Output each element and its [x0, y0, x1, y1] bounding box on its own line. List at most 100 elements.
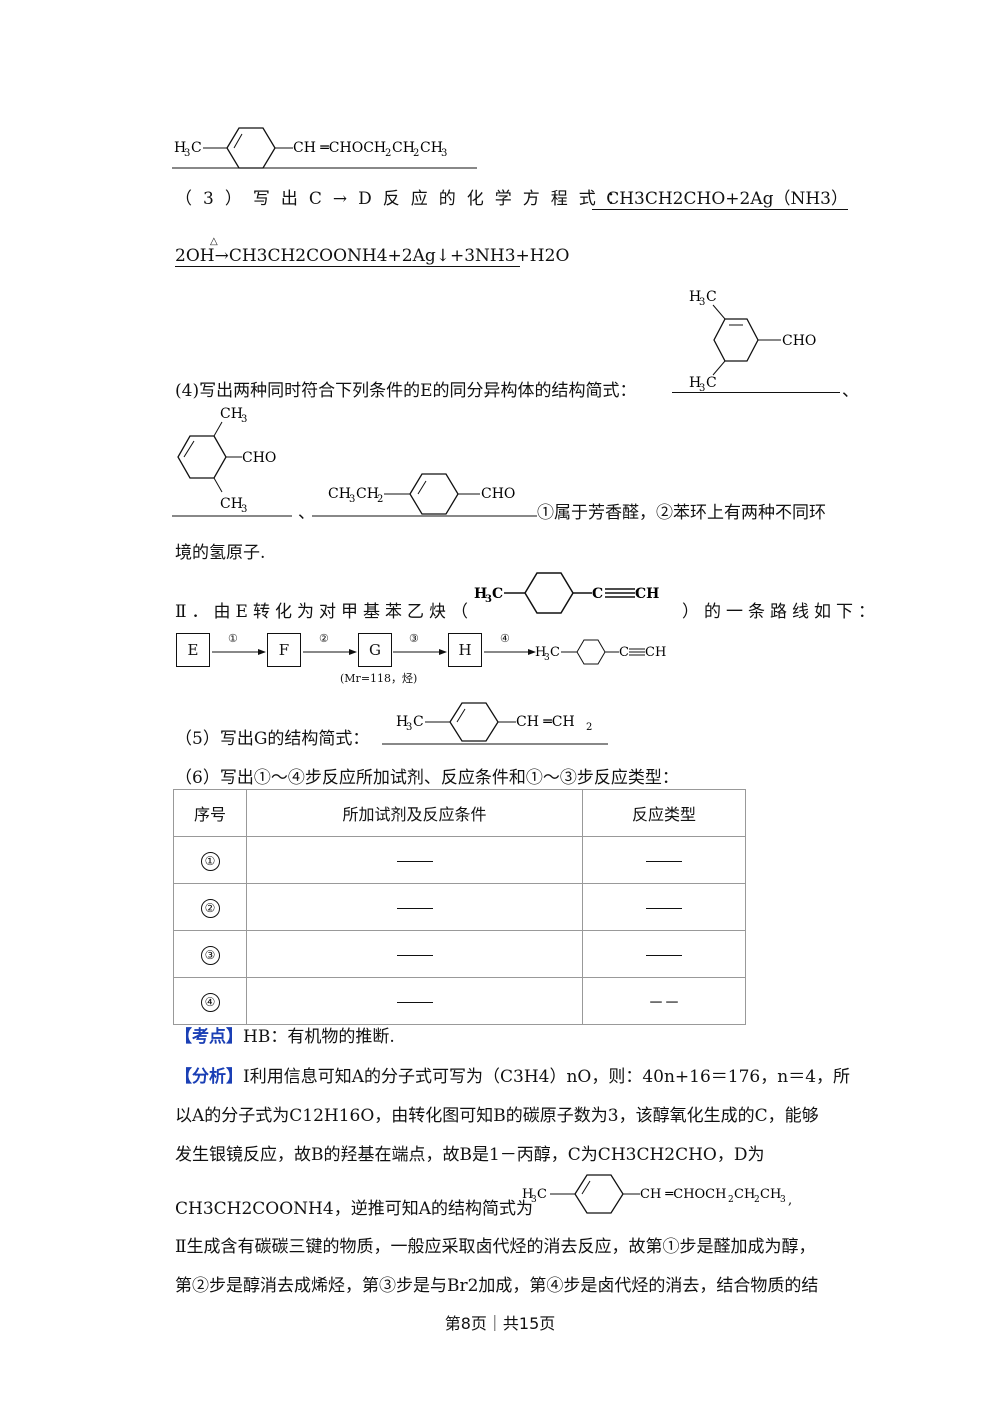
- fenxi-line2: 以A的分子式为C12H16O，由转化图可知B的碳原子数为3，该醇氧化生成的C，能…: [175, 1106, 819, 1126]
- svg-text:C: C: [706, 289, 717, 305]
- scheme-box-e: E: [176, 633, 210, 667]
- part2-text-b: ）的一条路线如下：: [682, 602, 880, 622]
- q4-sep2: 、: [298, 503, 315, 523]
- type-blank: [646, 907, 682, 909]
- svg-text:3: 3: [441, 148, 447, 159]
- svg-text:CH: CH: [420, 140, 443, 156]
- reagent-blank: [396, 1001, 433, 1003]
- svg-text:3: 3: [699, 383, 705, 393]
- kaodian-text: HB：有机物的推断.: [243, 1027, 395, 1047]
- svg-text:3: 3: [531, 1195, 537, 1205]
- svg-text:CH: CH: [220, 406, 243, 422]
- svg-text:H: H: [522, 1187, 533, 1202]
- svg-text:2: 2: [385, 148, 391, 159]
- table-row: ①: [173, 836, 746, 884]
- svg-text:,: ,: [788, 1193, 792, 1208]
- q3-answer-part1: CH3CH2CHO+2Ag（NH3）: [592, 184, 848, 210]
- svg-text:H: H: [474, 586, 487, 602]
- scheme-box-f: F: [267, 633, 301, 667]
- svg-text:CH: CH: [635, 586, 659, 602]
- isomer-structure-2: CH3 CHO CH3: [172, 406, 292, 517]
- scheme-box-h: H: [448, 633, 482, 667]
- svg-text:3: 3: [184, 148, 190, 159]
- svg-text:CH ═CHOCH: CH ═CHOCH: [640, 1187, 726, 1202]
- scheme-arrows: [212, 649, 536, 655]
- table-header-type: 反应类型: [582, 789, 746, 837]
- table-row: ④ －－: [173, 977, 746, 1025]
- svg-text:H: H: [535, 645, 546, 660]
- row-type: －－: [582, 977, 746, 1025]
- svg-text:CH: CH: [760, 1187, 781, 1202]
- scheme-box-g: G: [358, 633, 392, 667]
- answer-blank-1: [672, 392, 840, 393]
- q5-prompt: （5）写出G的结构简式：: [175, 729, 370, 749]
- svg-text:CH: CH: [356, 486, 379, 502]
- svg-text:C: C: [413, 714, 424, 730]
- q4-prompt: (4)写出两种同时符合下列条件的E的同分异构体的结构简式：: [175, 381, 637, 401]
- table-header-reagent: 所加试剂及反应条件: [246, 789, 583, 837]
- q3-prompt: （3）写出C→D反应的化学方程式：: [175, 189, 635, 209]
- step-1-label: ①: [228, 632, 238, 645]
- fenxi-line4: CH3CH2COONH4，逆推可知A的结构简式为: [175, 1199, 533, 1219]
- q4-sep1: 、: [842, 381, 859, 401]
- svg-text:3: 3: [241, 414, 247, 425]
- fenxi-line3: 发生银镜反应，故B的羟基在端点，故B是1－丙醇，C为CH3CH2CHO，D为: [175, 1145, 765, 1165]
- step-2-label: ②: [319, 632, 329, 645]
- svg-text:H: H: [689, 375, 701, 391]
- q3-answer-part2: 2OH→CH3CH2COONH4+2Ag↓+3NH3+H2O: [175, 246, 570, 267]
- svg-text:CH: CH: [734, 1187, 755, 1202]
- type-blank: [646, 954, 682, 956]
- reagent-blank: [396, 860, 433, 862]
- svg-text:3: 3: [406, 722, 412, 733]
- page-footer: 第8页｜共15页: [444, 1314, 556, 1333]
- row-num: ④: [200, 992, 220, 1012]
- svg-text:CH: CH: [645, 645, 666, 660]
- kaodian-tag: 【考点】: [175, 1027, 243, 1047]
- svg-text:H: H: [689, 289, 701, 305]
- reaction-table: 序号 所加试剂及反应条件 反应类型 ① ② ③ ④ －－: [173, 789, 746, 1025]
- svg-text:3: 3: [544, 653, 550, 663]
- svg-text:C: C: [706, 375, 717, 391]
- step-4-label: ④: [500, 632, 510, 645]
- svg-text:H: H: [174, 140, 186, 156]
- table-header-num: 序号: [173, 789, 247, 837]
- svg-text:2: 2: [754, 1195, 760, 1205]
- svg-text:3: 3: [699, 297, 705, 308]
- q6-prompt: （6）写出①～④步反应所加试剂、反应条件和①～③步反应类型：: [175, 768, 679, 788]
- g-note: (Mr=118，烃): [340, 672, 418, 685]
- svg-text:2: 2: [728, 1195, 734, 1205]
- fenxi-line1: Ⅰ利用信息可知A的分子式可写为（C3H4）nO，则：40n+16＝176，n＝4…: [243, 1067, 851, 1087]
- reagent-blank: [396, 954, 433, 956]
- svg-text:CH: CH: [328, 486, 351, 502]
- svg-text:CH ═CH: CH ═CH: [516, 714, 575, 730]
- fenxi-line6: 第②步是醇消去成烯烃，第③步是与Br2加成，第④步是卤代烃的消去，结合物质的结: [175, 1276, 819, 1296]
- svg-text:H: H: [396, 714, 408, 730]
- svg-text:2: 2: [377, 494, 383, 505]
- svg-text:3: 3: [485, 594, 492, 605]
- svg-text:3: 3: [780, 1195, 786, 1205]
- heat-symbol: △: [210, 236, 218, 247]
- fenxi-line5: Ⅱ生成含有碳碳三键的物质，一般应采取卤代烃的消去反应，故第①步是醛加成为醇，: [175, 1237, 816, 1257]
- row-num: ②: [200, 898, 220, 918]
- svg-text:C: C: [550, 645, 560, 660]
- type-blank: [646, 860, 682, 862]
- svg-text:C: C: [191, 140, 202, 156]
- step-3-label: ③: [409, 632, 419, 645]
- reagent-blank: [396, 907, 433, 909]
- fenxi-tag: 【分析】: [175, 1067, 243, 1087]
- part2-text-a: Ⅱ．由E转化为对甲基苯乙炔（: [175, 602, 473, 622]
- row-num: ①: [200, 851, 220, 871]
- q4-tail: ①属于芳香醛，②苯环上有两种不同环: [537, 503, 826, 523]
- svg-text:CHO: CHO: [242, 450, 276, 466]
- isomer-structure-3: CH3 CH2 CHO: [312, 473, 537, 517]
- svg-text:3: 3: [349, 494, 355, 505]
- svg-text:C: C: [619, 645, 629, 660]
- svg-text:C: C: [537, 1187, 547, 1202]
- svg-text:2: 2: [413, 148, 419, 159]
